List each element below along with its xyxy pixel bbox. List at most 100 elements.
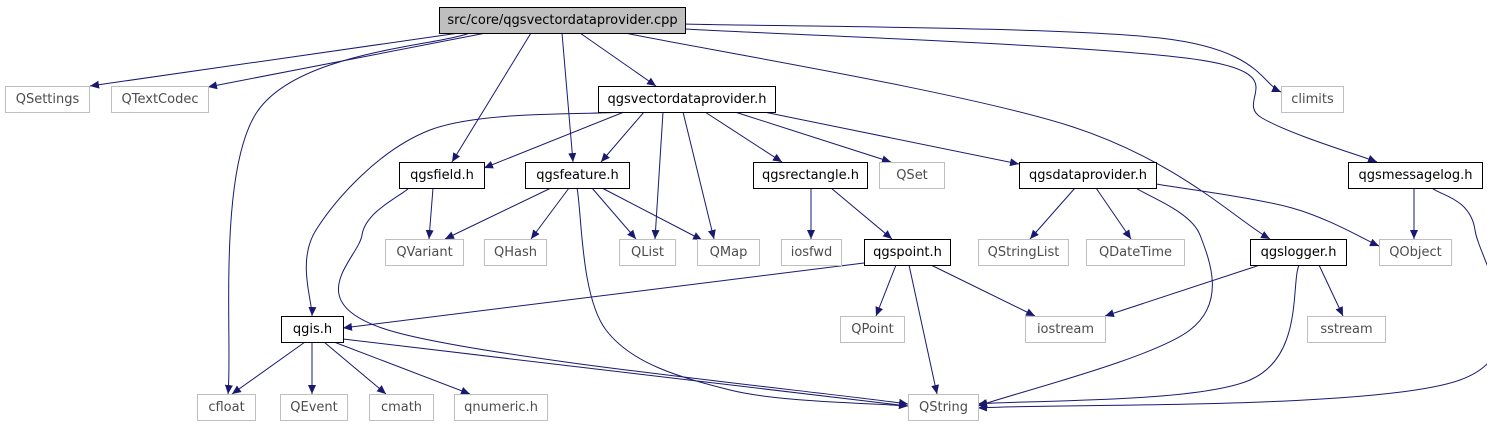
node-qdatetime: QDateTime [1086,239,1185,266]
edge-qgsfeature-h-to-qlist [591,187,637,240]
edge-root-to-climits [684,23,1282,93]
edge-qgsdataprovider-h-to-qobject [1155,183,1380,247]
node-box [1250,239,1347,266]
node-label: qgsvectordataprovider.h [608,92,767,107]
node-box [1086,239,1185,266]
node-qgsfield-h[interactable]: qgsfield.h [399,162,485,189]
node-root[interactable]: src/core/qgsvectordataprovider.cpp [439,7,686,34]
node-label: qgslogger.h [1261,245,1337,260]
node-box [484,239,547,266]
edge-qgsvectordataprovider-h-to-qgsfeature-h [600,111,645,163]
node-qgspoint-h[interactable]: qgspoint.h [864,239,951,266]
node-qgsdataprovider-h[interactable]: qgsdataprovider.h [1019,162,1157,189]
node-label: qgsrectangle.h [762,168,859,183]
node-label: src/core/qgsvectordataprovider.cpp [447,13,677,28]
edge-root-to-qgsfield-h [451,32,532,163]
node-label: QObject [1389,245,1442,260]
node-qgsmessagelog-h[interactable]: qgsmessagelog.h [1348,162,1483,189]
node-box [840,316,905,343]
edge-root-to-cfloat [224,32,471,395]
node-qgsfeature-h[interactable]: qgsfeature.h [525,162,630,189]
node-box [399,162,485,189]
node-qgsvectordataprovider-h[interactable]: qgsvectordataprovider.h [598,86,776,113]
node-label: QVariant [396,245,452,260]
node-box [385,239,464,266]
edge-qgsfeature-h-to-qhash [530,187,570,240]
node-label: qnumeric.h [464,400,538,415]
node-qhash: QHash [484,239,547,266]
node-box [1025,316,1106,343]
node-box [598,86,776,113]
node-box [5,86,90,113]
edge-qgspoint-h-to-qpoint [875,264,897,317]
node-label: QMap [710,245,748,260]
node-climits: climits [1281,86,1344,113]
node-box [369,394,434,421]
edge-qgsfeature-h-to-qmap [601,187,703,241]
node-qobject: QObject [1379,239,1452,266]
node-label: QString [919,400,968,415]
node-box [1379,239,1452,266]
edge-qgis-h-to-cfloat [231,341,306,395]
edge-qgsvectordataprovider-h-to-qgsdataprovider-h [763,111,1020,167]
node-label: qgsdataprovider.h [1029,168,1147,183]
node-qgsrectangle-h[interactable]: qgsrectangle.h [753,162,868,189]
node-qmap: QMap [697,239,760,266]
node-box [111,86,209,113]
node-iostream: iostream [1025,316,1106,343]
node-box [781,239,842,266]
node-box [879,162,945,189]
node-box [1281,86,1344,113]
edge-root-to-qgsvectordataprovider-h [579,32,657,87]
node-label: QSettings [16,92,80,107]
edge-qgslogger-h-to-iostream [1104,264,1261,317]
node-box [1348,162,1483,189]
node-box [978,239,1069,266]
edge-qgspoint-h-to-qgis-h [342,262,865,331]
edge-qgsfield-h-to-qvariant [425,187,434,240]
edge-root-to-qgsfeature-h [561,32,577,163]
node-box [280,394,348,421]
node-qstring: QString [908,394,979,421]
edge-qgsdataprovider-h-to-qstringlist [1029,187,1076,240]
node-qset: QSet [879,162,945,189]
node-label: QEvent [290,400,337,415]
node-box [1019,162,1157,189]
nodes-layer: src/core/qgsvectordataprovider.cppQSetti… [5,7,1483,421]
node-label: QStringList [988,245,1060,260]
edges-layer [89,23,1487,412]
node-box [454,394,548,421]
edge-qgsvectordataprovider-h-to-qgsfield-h [483,111,625,169]
edge-qgslogger-h-to-qstring [977,264,1300,408]
edge-qgsrectangle-h-to-qgspoint-h [830,187,893,240]
edge-qgsmessagelog-h-to-qstring [977,187,1487,412]
edge-qgsvectordataprovider-h-to-qmap [682,111,716,240]
node-box [619,239,676,266]
node-label: qgis.h [293,322,332,337]
node-box [281,316,344,343]
edge-qgsvectordataprovider-h-to-qset [734,111,892,164]
node-label: cmath [381,400,422,415]
node-qgslogger-h[interactable]: qgslogger.h [1250,239,1347,266]
node-label: iostream [1037,322,1094,337]
edge-qgsvectordataprovider-h-to-qlist [651,111,664,240]
node-box [197,394,256,421]
edge-qgsfeature-h-to-qvariant [444,187,552,240]
node-qtextcodec: QTextCodec [111,86,209,113]
node-box [908,394,979,421]
node-qvariant: QVariant [385,239,464,266]
node-label: iosfwd [791,245,833,260]
node-box [753,162,868,189]
node-box [525,162,630,189]
edge-qgsvectordataprovider-h-to-qgsrectangle-h [704,111,783,163]
node-qgis-h[interactable]: qgis.h [281,316,344,343]
node-box [864,239,951,266]
node-label: QTextCodec [122,92,199,107]
node-qevent: QEvent [280,394,348,421]
node-label: QHash [494,245,537,260]
node-label: QPoint [851,322,894,337]
edge-qgsdataprovider-h-to-qstring [977,187,1213,407]
node-qsettings: QSettings [5,86,90,113]
edge-qgsfeature-h-to-qstring [576,187,909,410]
